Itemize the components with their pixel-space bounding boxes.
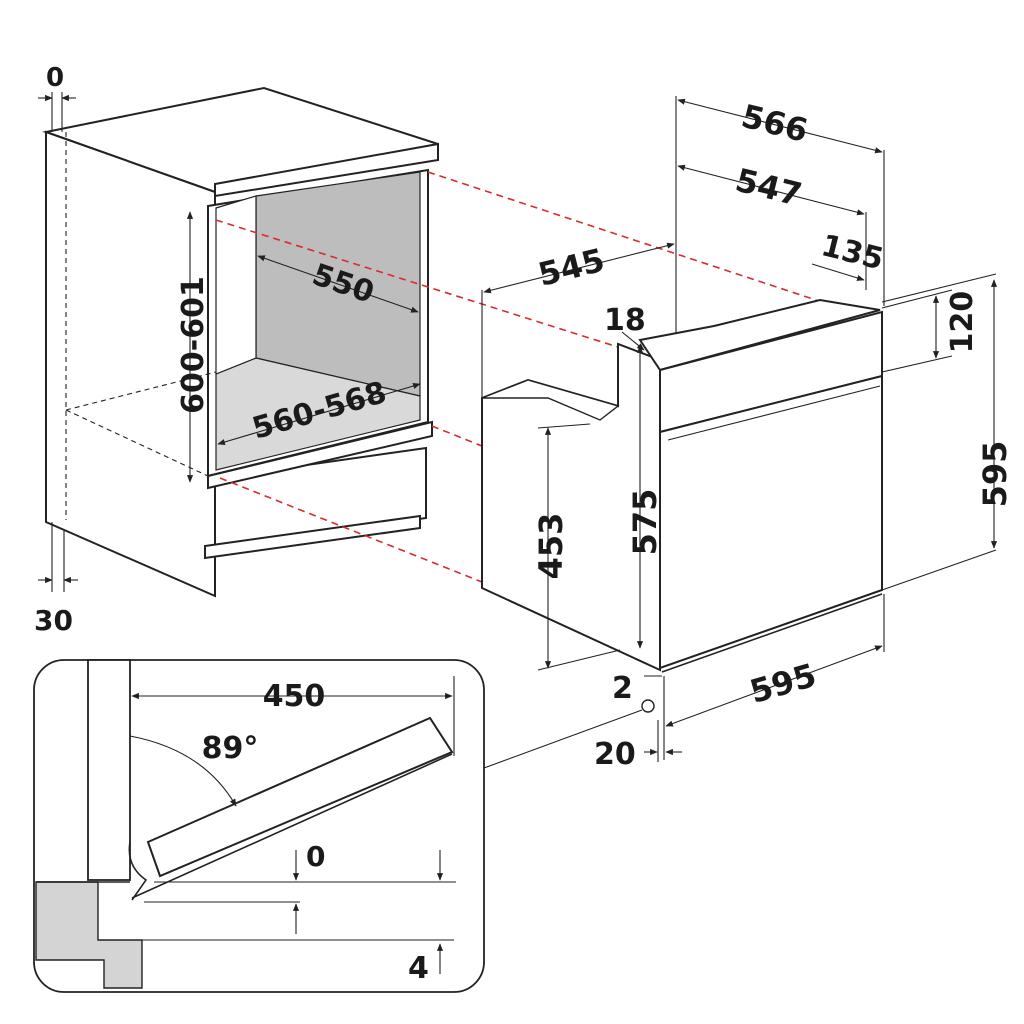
width-595-label: 595: [746, 656, 821, 711]
door-detail: 450 89° 0 4: [33, 659, 485, 993]
panel-edge: [667, 385, 881, 441]
depth-545-line: [483, 242, 675, 294]
cavity-453-ext-2: [537, 649, 621, 671]
width-595-line: [665, 645, 883, 727]
cabinet-side: [45, 130, 216, 598]
cabinet-plinth-lower: [204, 514, 421, 560]
detail-hinge: [128, 841, 148, 901]
alignment-guides: [215, 171, 823, 583]
front-595-label: 595: [976, 441, 1014, 508]
rear-135-line: [811, 263, 865, 281]
opening-height-label: 600-601: [176, 276, 211, 414]
depth-566-line: [677, 98, 883, 154]
depth-566-label: 566: [738, 97, 812, 150]
body-575-label: 575: [626, 489, 664, 556]
panel-120-label: 120: [945, 291, 980, 354]
top-gap-label: 0: [46, 63, 64, 93]
cavity-453-label: 453: [532, 513, 570, 580]
depth-547-line: [677, 164, 865, 216]
oven: 566 547 135 545 18 120 595 575 453: [481, 96, 1014, 772]
inner-depth-line: [257, 255, 419, 313]
cabinet: 0 30 600-601 550 560-568: [34, 63, 439, 637]
detail-callout-leader: [483, 709, 643, 769]
oven-body-shadow: [481, 379, 620, 421]
detail-door-glass: [131, 753, 453, 899]
guide-upper: [215, 219, 641, 355]
panel-120-ext-2: [881, 355, 953, 373]
panel-120-ext-1: [881, 289, 953, 309]
lip-18-label: 18: [604, 303, 646, 338]
gap-4-label: 4: [408, 951, 429, 986]
gap-0-label: 0: [306, 840, 325, 873]
angle-89-arc: [129, 735, 237, 807]
rear-135-label: 135: [818, 228, 887, 277]
detail-callout-circle: [641, 699, 655, 713]
depth-545-label: 545: [534, 241, 608, 294]
oven-top: [638, 298, 881, 372]
opening-width-line: [217, 383, 421, 445]
reach-450-label: 450: [263, 679, 326, 714]
cavity-left: [215, 195, 257, 375]
detail-floor-section: [35, 881, 143, 989]
guide-top: [427, 171, 823, 303]
detail-wall: [87, 659, 131, 881]
detail-door: [146, 716, 454, 878]
offset-20-label: 20: [594, 737, 636, 772]
guide-middle: [431, 425, 483, 447]
front-595-ext-1: [881, 273, 997, 303]
depth-547-label: 547: [732, 161, 806, 214]
gap-2-label: 2: [612, 671, 633, 706]
side-gap-label: 30: [34, 604, 73, 637]
guide-bottom: [219, 477, 483, 583]
front-595-ext-2: [881, 549, 997, 591]
side-dash-diagonal-2: [65, 409, 209, 477]
angle-89-label: 89°: [202, 731, 259, 766]
